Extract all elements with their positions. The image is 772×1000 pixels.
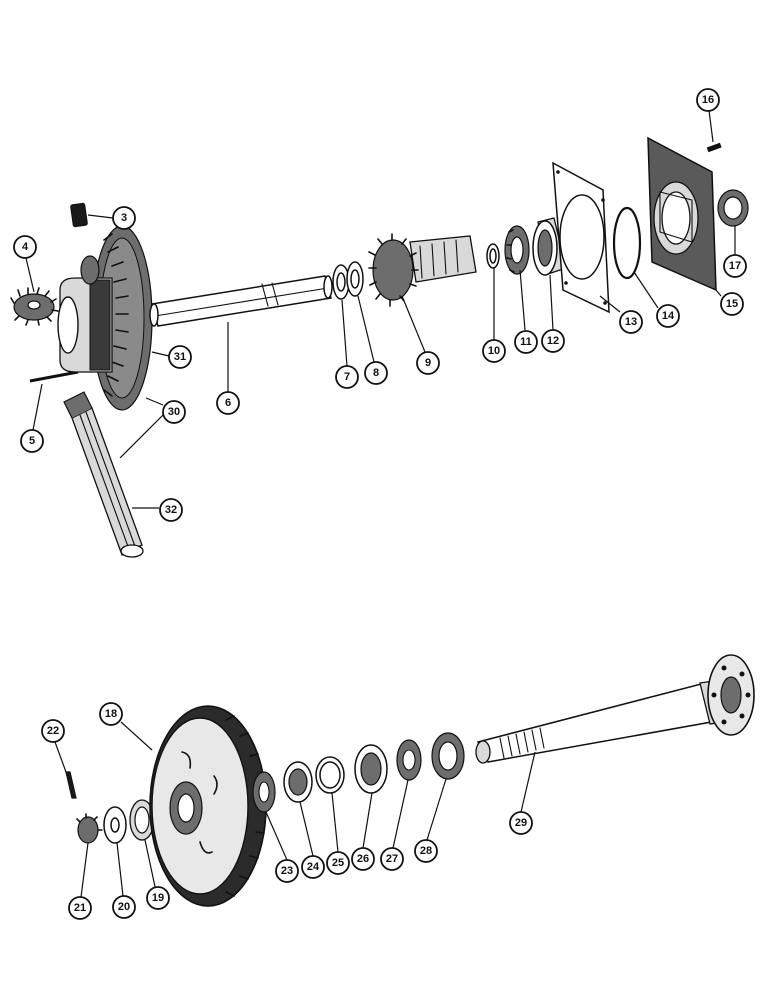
callout-30-label: 30 xyxy=(168,406,180,418)
callout-13-label: 13 xyxy=(625,316,637,328)
part-21-castle-nut xyxy=(76,813,103,844)
part-11-bearing-cone xyxy=(504,225,530,275)
callout-22: 22 xyxy=(41,719,65,743)
callout-27-label: 27 xyxy=(386,853,398,865)
part-28-seal xyxy=(431,732,465,780)
callout-14-label: 14 xyxy=(662,310,675,322)
part-27-bearing-cone xyxy=(396,739,422,781)
callout-9-label: 9 xyxy=(425,357,431,369)
part-23-bearing-cone xyxy=(252,771,276,813)
part-29-flanged-axle xyxy=(475,654,755,764)
callout-29: 29 xyxy=(509,811,533,835)
callout-24-label: 24 xyxy=(307,861,320,873)
callout-15-label: 15 xyxy=(726,298,738,310)
callout-10-label: 10 xyxy=(488,345,500,357)
callout-24: 24 xyxy=(301,855,325,879)
callout-21-label: 21 xyxy=(74,902,86,914)
part-20-washer xyxy=(103,806,127,844)
callout-12-label: 12 xyxy=(547,335,559,347)
callout-26: 26 xyxy=(351,847,375,871)
callout-32: 32 xyxy=(159,498,183,522)
callout-19: 19 xyxy=(146,886,170,910)
part-6-axle-shaft xyxy=(149,275,333,327)
callout-28: 28 xyxy=(414,839,438,863)
callout-5: 5 xyxy=(20,429,44,453)
callout-3-label: 3 xyxy=(121,212,127,224)
callout-14: 14 xyxy=(656,304,680,328)
part-32-splined-shaft xyxy=(63,391,144,558)
part-15-retainer-plate xyxy=(647,136,717,292)
callout-6-label: 6 xyxy=(225,397,231,409)
callout-29-label: 29 xyxy=(515,817,527,829)
part-12-bearing-cup xyxy=(532,217,567,276)
callout-28-label: 28 xyxy=(420,845,432,857)
callout-22-label: 22 xyxy=(47,725,59,737)
callout-7-label: 7 xyxy=(344,371,350,383)
part-19-bushing xyxy=(129,799,155,841)
callout-31: 31 xyxy=(168,345,192,369)
part-14-o-ring xyxy=(612,206,642,280)
callout-17-label: 17 xyxy=(729,260,741,272)
callout-9: 9 xyxy=(416,351,440,375)
callout-20-label: 20 xyxy=(118,901,130,913)
part-17-seal xyxy=(717,189,749,227)
part-26-bearing-cup xyxy=(354,744,388,794)
part-22-cotter-pin xyxy=(65,771,77,799)
callout-12: 12 xyxy=(541,329,565,353)
callout-26-label: 26 xyxy=(357,853,369,865)
callout-30: 30 xyxy=(162,400,186,424)
callout-10: 10 xyxy=(482,339,506,363)
callout-20: 20 xyxy=(112,895,136,919)
callout-19-label: 19 xyxy=(152,892,164,904)
part-25-spacer xyxy=(315,756,345,794)
part-3-pin xyxy=(70,202,88,228)
callout-13: 13 xyxy=(619,310,643,334)
part-5-cross-pin xyxy=(29,370,79,383)
part-7-washer xyxy=(332,264,350,300)
part-24-bearing-cup xyxy=(283,761,313,803)
callout-3: 3 xyxy=(112,206,136,230)
part-18-bull-gear xyxy=(149,705,267,907)
callout-8-label: 8 xyxy=(373,367,379,379)
leader-lines xyxy=(25,109,736,898)
callout-25-label: 25 xyxy=(332,857,344,869)
callout-18-label: 18 xyxy=(105,708,117,720)
part-31-carrier xyxy=(57,255,113,373)
callout-11: 11 xyxy=(514,330,538,354)
callout-16: 16 xyxy=(696,88,720,112)
callout-17: 17 xyxy=(723,254,747,278)
part-13-gasket xyxy=(552,161,610,314)
part-16-bolt xyxy=(706,142,722,153)
callout-15: 15 xyxy=(720,292,744,316)
part-8-washer xyxy=(346,261,364,297)
callout-8: 8 xyxy=(364,361,388,385)
callout-4-label: 4 xyxy=(22,241,29,253)
callout-5-label: 5 xyxy=(29,435,35,447)
callout-7: 7 xyxy=(335,365,359,389)
callout-18: 18 xyxy=(99,702,123,726)
part-9-pinion-gear xyxy=(368,233,477,307)
callout-4: 4 xyxy=(13,235,37,259)
callout-23: 23 xyxy=(275,859,299,883)
part-4-bevel-pinion xyxy=(10,287,59,326)
callout-21: 21 xyxy=(68,896,92,920)
callout-31-label: 31 xyxy=(174,351,186,363)
callout-23-label: 23 xyxy=(281,865,293,877)
callout-25: 25 xyxy=(326,851,350,875)
callout-27: 27 xyxy=(380,847,404,871)
part-10-ring xyxy=(486,243,500,269)
callout-11-label: 11 xyxy=(520,336,532,348)
callout-6: 6 xyxy=(216,391,240,415)
callout-16-label: 16 xyxy=(702,94,714,106)
callout-32-label: 32 xyxy=(165,504,177,516)
